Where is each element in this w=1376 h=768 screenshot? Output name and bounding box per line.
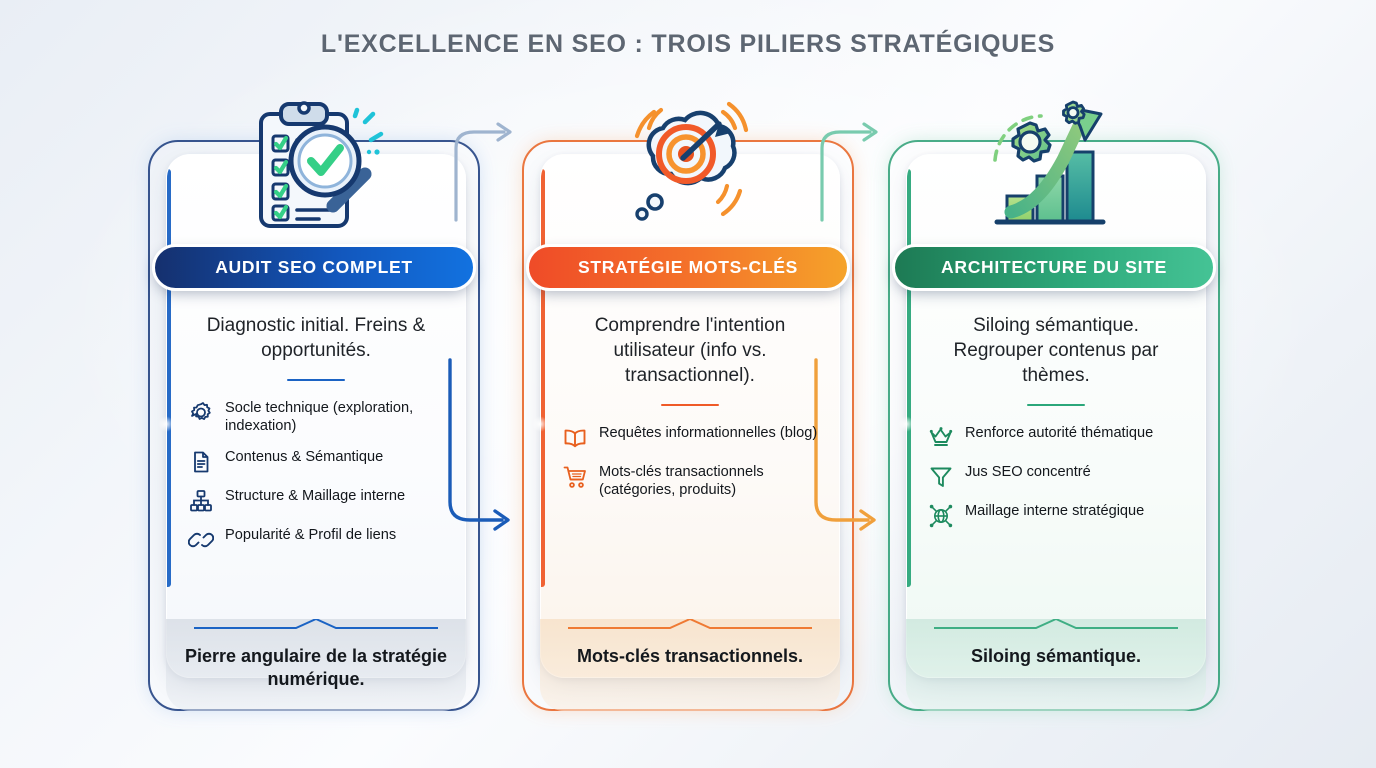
- pillar-card-architecture-du-site[interactable]: ARCHITECTURE DU SITE Siloing sémantique.…: [880, 86, 1228, 711]
- card-divider: [1027, 404, 1085, 407]
- list-item[interactable]: Requêtes informationnelles (blog): [562, 424, 824, 451]
- pillar-card-strategie-mots-cles[interactable]: STRATÉGIE MOTS-CLÉS Comprendre l'intenti…: [514, 86, 862, 711]
- open-book-icon: [562, 425, 588, 451]
- card-body: Siloing sémantique. Regrouper contenus p…: [906, 291, 1206, 541]
- pillar-card-audit-seo-complet[interactable]: AUDIT SEO COMPLET Diagnostic initial. Fr…: [140, 86, 488, 711]
- link-icon: [188, 527, 214, 553]
- footer-notch: [194, 619, 438, 629]
- list-item[interactable]: Structure & Maillage interne: [188, 487, 450, 514]
- footer-notch: [568, 619, 812, 629]
- pill-header-architecture-du-site[interactable]: ARCHITECTURE DU SITE: [892, 244, 1216, 291]
- list-item[interactable]: Renforce autorité thématique: [928, 424, 1190, 451]
- list-item-label: Socle technique (exploration, indexation…: [225, 400, 414, 435]
- card-footer-band: Pierre angulaire de la stratégie numériq…: [166, 619, 466, 711]
- list-item-label: Requêtes informationnelles (blog): [599, 425, 818, 442]
- list-item-label: Contenus & Sémantique: [225, 448, 384, 465]
- list-item-label: Renforce autorité thématique: [965, 425, 1154, 442]
- bullet-list: Requêtes informationnelles (blog) Mots-c…: [540, 424, 840, 499]
- card-lede: Diagnostic initial. Freins & opportunité…: [206, 315, 426, 362]
- list-item-label: Popularité & Profil de liens: [225, 526, 397, 543]
- list-item[interactable]: Jus SEO concentré: [928, 463, 1190, 490]
- pillars-container: AUDIT SEO COMPLET Diagnostic initial. Fr…: [140, 86, 1236, 711]
- card-body: Comprendre l'intention utilisateur (info…: [540, 291, 840, 512]
- card-footer-band: Siloing sémantique.: [906, 619, 1206, 711]
- list-item-label: Jus SEO concentré: [965, 464, 1091, 481]
- footer-notch: [934, 619, 1178, 629]
- card-footer-text: Pierre angulaire de la stratégie numériq…: [184, 646, 448, 690]
- list-item[interactable]: Maillage interne stratégique: [928, 502, 1190, 529]
- shopping-cart-icon: [562, 464, 588, 490]
- funnel-icon: [928, 464, 954, 490]
- card-divider: [661, 404, 719, 407]
- card-lede: Siloing sémantique. Regrouper contenus p…: [953, 315, 1159, 387]
- list-item[interactable]: Socle technique (exploration, indexation…: [188, 399, 450, 435]
- card-footer-text: Siloing sémantique.: [970, 646, 1142, 666]
- pill-header-audit-seo-complet[interactable]: AUDIT SEO COMPLET: [152, 244, 476, 291]
- card-footer-text: Mots-clés transactionnels.: [576, 646, 804, 666]
- card-surface: [906, 154, 1206, 678]
- crown-icon: [928, 425, 954, 451]
- page-title: L'EXCELLENCE EN SEO : TROIS PILIERS STRA…: [320, 30, 1056, 58]
- bullet-list: Renforce autorité thématique Jus SEO con…: [906, 424, 1206, 529]
- list-item-label: Mots-clés transactionnels (catégories, p…: [599, 464, 764, 499]
- gear-icon: [188, 400, 214, 426]
- list-item-label: Structure & Maillage interne: [225, 487, 406, 504]
- bullet-list: Socle technique (exploration, indexation…: [166, 399, 466, 552]
- card-lede: Comprendre l'intention utilisateur (info…: [594, 315, 786, 387]
- card-footer-band: Mots-clés transactionnels.: [540, 619, 840, 711]
- pill-header-strategie-mots-cles[interactable]: STRATÉGIE MOTS-CLÉS: [526, 244, 850, 291]
- card-divider: [287, 379, 345, 382]
- card-body: Diagnostic initial. Freins & opportunité…: [166, 291, 466, 565]
- list-item-label: Maillage interne stratégique: [965, 503, 1145, 520]
- network-globe-icon: [928, 503, 954, 529]
- list-item[interactable]: Contenus & Sémantique: [188, 448, 450, 475]
- list-item[interactable]: Mots-clés transactionnels (catégories, p…: [562, 463, 824, 499]
- sitemap-icon: [188, 488, 214, 514]
- list-item[interactable]: Popularité & Profil de liens: [188, 526, 450, 553]
- document-icon: [188, 449, 214, 475]
